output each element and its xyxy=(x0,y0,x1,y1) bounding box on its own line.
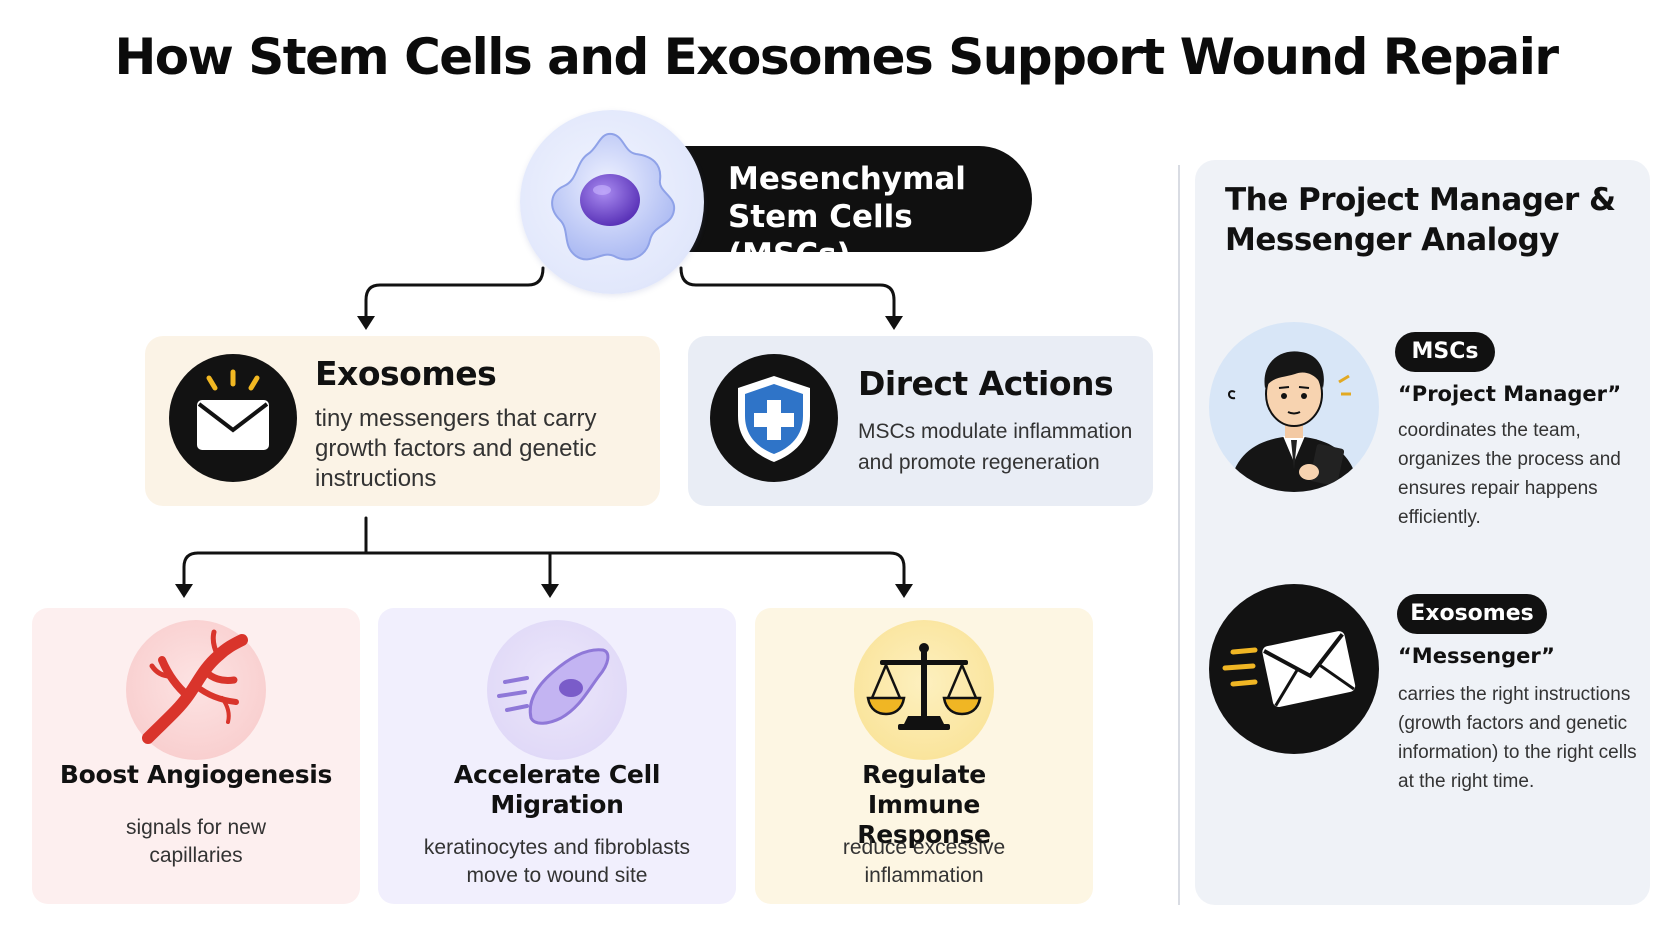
direct-actions-card: Direct Actions MSCs modulate inflammatio… xyxy=(688,336,1153,506)
blood-vessel-icon xyxy=(126,620,266,760)
page-title: How Stem Cells and Exosomes Support Woun… xyxy=(114,28,1559,86)
analogy-panel: The Project Manager & Messenger Analogy xyxy=(1195,160,1650,905)
msc-title-line2: Stem Cells (MSCs) xyxy=(728,199,913,273)
shield-cross-icon xyxy=(710,354,838,482)
panel-divider xyxy=(1178,165,1180,905)
cell-migration-description: keratinocytes and fibroblasts move to wo… xyxy=(423,836,691,887)
project-manager-description: coordinates the team, organizes the proc… xyxy=(1398,420,1621,528)
exosomes-description: tiny messengers that carry growth factor… xyxy=(315,405,597,492)
stem-cell-icon xyxy=(520,110,704,294)
cell-migration-title: Accelerate Cell Migration xyxy=(453,760,661,819)
balance-scale-icon xyxy=(854,620,994,760)
angiogenesis-card: Boost Angiogenesis signals for new capil… xyxy=(32,608,360,904)
immune-response-description: reduce excessive inflammation xyxy=(842,836,1006,887)
flying-envelope-icon xyxy=(1209,584,1379,754)
exosomes-card: Exosomes tiny messengers that carry grow… xyxy=(145,336,660,506)
project-manager-icon xyxy=(1209,322,1379,492)
project-manager-role: “Project Manager” xyxy=(1398,382,1622,406)
msc-node: Mesenchymal Stem Cells (MSCs) xyxy=(650,146,1032,273)
msc-tag: MSCs xyxy=(1395,332,1495,372)
exosomes-title: Exosomes xyxy=(315,354,497,393)
analogy-title: The Project Manager & Messenger Analogy xyxy=(1225,182,1616,258)
direct-actions-title: Direct Actions xyxy=(858,364,1114,403)
exosomes-tag: Exosomes xyxy=(1397,594,1547,634)
direct-actions-description: MSCs modulate inflammation and promote r… xyxy=(858,420,1133,474)
angiogenesis-title: Boost Angiogenesis xyxy=(59,760,333,789)
angiogenesis-description: signals for new capillaries xyxy=(125,816,267,867)
msc-title-line1: Mesenchymal xyxy=(728,161,966,197)
cell-migration-card: Accelerate Cell Migration keratinocytes … xyxy=(378,608,736,904)
messenger-description: carries the right instructions (growth f… xyxy=(1398,684,1637,792)
immune-response-title: Regulate Immune Response xyxy=(857,760,991,849)
envelope-icon xyxy=(169,354,297,482)
messenger-role: “Messenger” xyxy=(1398,644,1555,668)
immune-response-card: Regulate Immune Response reduce excessiv… xyxy=(755,608,1093,904)
moving-cell-icon xyxy=(487,620,627,760)
